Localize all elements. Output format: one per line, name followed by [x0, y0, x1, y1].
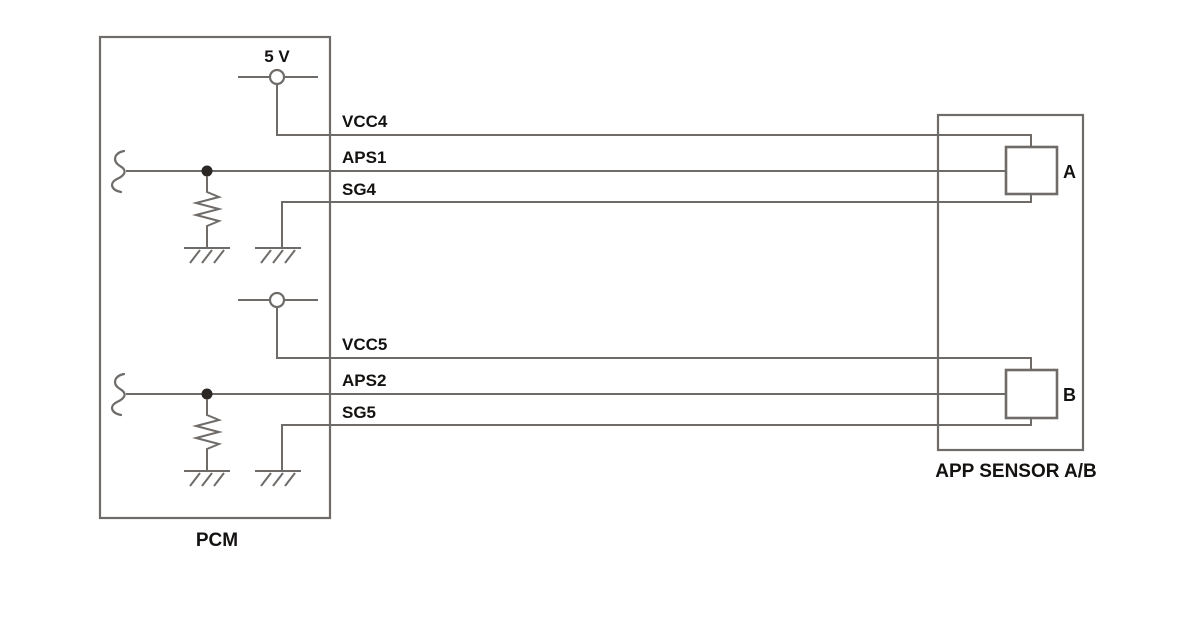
- connector-a-label: A: [1063, 162, 1076, 182]
- wire-vcc4: [276, 84, 1032, 170]
- wire-vcc5: [276, 307, 1032, 393]
- resistor-icon: [192, 176, 223, 247]
- supply-contact-icon: [268, 291, 286, 309]
- ground-icon: [255, 247, 301, 264]
- connector-b-box: [1004, 368, 1059, 420]
- wire-label-aps1: APS1: [342, 148, 386, 167]
- wire-label-sg5: SG5: [342, 403, 376, 422]
- wire-sg5: [281, 395, 1032, 470]
- wire-label-sg4: SG4: [342, 180, 377, 199]
- connector-b-label: B: [1063, 385, 1076, 405]
- wire-label-vcc5: VCC5: [342, 335, 387, 354]
- connector-a-box: [1004, 145, 1059, 196]
- junction-dot-icon: [201, 388, 213, 400]
- pcm-box: [98, 35, 332, 520]
- supply-voltage-label: 5 V: [264, 47, 290, 66]
- ground-icon: [255, 470, 301, 487]
- junction-dot-icon: [201, 165, 213, 177]
- wire-sg4: [281, 172, 1032, 247]
- wire-break-icon: [111, 149, 126, 194]
- app-sensor-label: APP SENSOR A/B: [935, 461, 1097, 482]
- wire-break-icon: [111, 372, 126, 417]
- wire-label-aps2: APS2: [342, 371, 386, 390]
- ground-icon: [184, 470, 230, 487]
- app-sensor-box: [936, 113, 1085, 452]
- resistor-icon: [192, 399, 223, 470]
- pcm-label: PCM: [196, 530, 238, 551]
- wire-label-vcc4: VCC4: [342, 112, 388, 131]
- supply-contact-icon: [268, 68, 286, 86]
- ground-icon: [184, 247, 230, 264]
